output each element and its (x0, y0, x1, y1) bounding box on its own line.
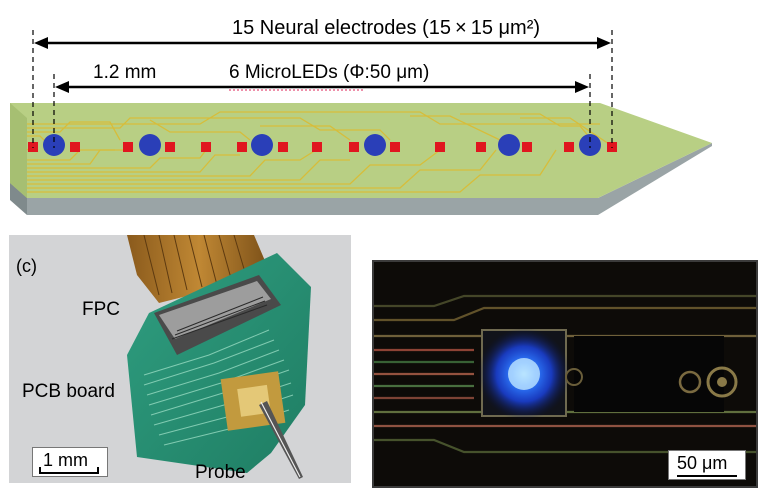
pcb-label: PCB board (22, 381, 115, 402)
photo-device: (c) FPC PCB board Probe 1 mm (9, 235, 351, 483)
probe-schematic (10, 30, 712, 215)
scale-bar-m: 50 μm (668, 450, 746, 480)
photo-microled: 50 μm (372, 260, 758, 488)
electrode-8 (312, 142, 322, 152)
microled-2 (139, 134, 161, 156)
electrode-9 (349, 142, 359, 152)
scale-bar-c: 1 mm (32, 447, 108, 477)
scale-bar-c-line (40, 472, 98, 474)
spacing-label: 1.2 mm (93, 62, 157, 83)
electrode-2 (70, 142, 80, 152)
electrode-13 (522, 142, 532, 152)
electrode-4 (165, 142, 175, 152)
pad-ring-2 (706, 366, 738, 398)
electrode-6 (237, 142, 247, 152)
microled-6 (579, 134, 601, 156)
microled-5 (498, 134, 520, 156)
probe-top-face (10, 103, 712, 198)
scale-bar-c-tick-right (97, 467, 99, 474)
electrode-7 (278, 142, 288, 152)
scale-bar-m-line (677, 475, 737, 477)
trace-lines (26, 111, 613, 193)
probe-bottom-face (27, 143, 712, 215)
pad-ring-1 (678, 370, 702, 394)
device-illustration (127, 235, 311, 479)
microled-illustration (374, 262, 756, 486)
electrode-14 (564, 142, 574, 152)
probe-label: Probe (195, 462, 246, 483)
electrode-3 (123, 142, 133, 152)
electrode-10 (390, 142, 400, 152)
scale-label-m: 50 μm (677, 453, 728, 473)
microled-4 (364, 134, 386, 156)
electrode-5 (201, 142, 211, 152)
electrode-11 (435, 142, 445, 152)
leds-label: 6 MicroLEDs (Φ:50 μm) (229, 62, 430, 83)
scale-label-c: 1 mm (43, 450, 88, 470)
fpc-label: FPC (82, 299, 120, 320)
electrode-12 (476, 142, 486, 152)
microled-group (43, 134, 601, 156)
microled-3 (251, 134, 273, 156)
electrodes-label: 15 Neural electrodes (15 × 15 μm²) (232, 17, 541, 39)
microled-1 (43, 134, 65, 156)
scale-bar-c-tick-left (39, 467, 41, 474)
panel-label-c: (c) (16, 256, 37, 276)
